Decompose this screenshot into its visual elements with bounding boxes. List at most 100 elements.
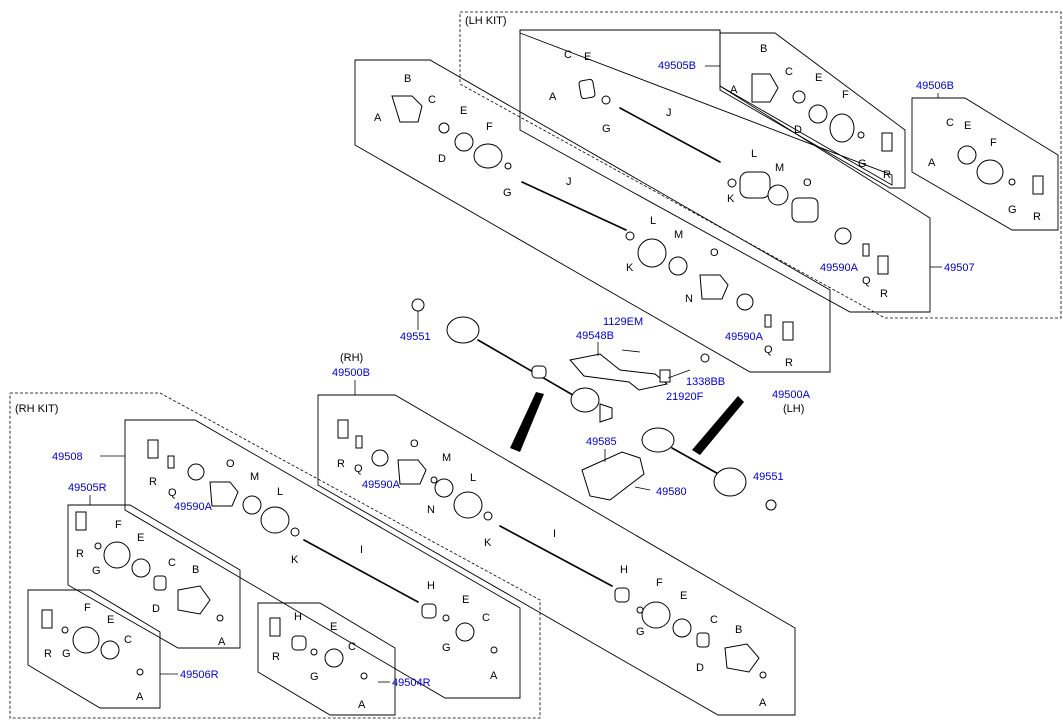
letter-L-1: L (751, 148, 757, 160)
letter-F-7: F (115, 519, 122, 531)
letter-E-6: E (462, 594, 469, 606)
part-21920F[interactable]: 21920F (666, 391, 704, 403)
letter-A-5: A (759, 697, 767, 709)
letter-O-6: O (226, 458, 235, 470)
letter-H-9: H (294, 611, 302, 623)
letter-C-9: C (348, 641, 356, 653)
letter-L-6: L (277, 486, 283, 498)
letter-R-1: R (880, 288, 888, 300)
letter-A-8: A (136, 691, 144, 703)
letter-C-8: C (124, 634, 132, 646)
letter-D-2: D (794, 124, 802, 136)
letter-H-6: H (427, 580, 435, 592)
letter-L-5: L (470, 472, 476, 484)
part-49580[interactable]: 49580 (656, 486, 687, 498)
letter-E-1: E (584, 51, 591, 63)
letter-B-4: B (404, 73, 411, 85)
letter-O-1: O (803, 177, 812, 189)
letter-K-5: K (484, 537, 492, 549)
letter-D-5: D (696, 662, 704, 674)
letter-M-5: M (442, 452, 451, 464)
letter-Q-5: Q (354, 463, 363, 475)
panel-49505R (67, 504, 241, 649)
panel-49508 (124, 419, 521, 699)
letter-E-9: E (330, 621, 337, 633)
letter-E-2: E (815, 72, 822, 84)
letter-E-4: E (460, 105, 467, 117)
letter-R-2: R (883, 169, 891, 181)
part-1338BB[interactable]: 1338BB (686, 376, 725, 388)
letter-L-4: L (650, 215, 656, 227)
part-49506B[interactable]: 49506B (916, 80, 954, 92)
part-1129EM[interactable]: 1129EM (603, 316, 643, 328)
lh-kit-border (459, 11, 1062, 319)
panel-49500B (317, 394, 796, 716)
panel-49505B-right (719, 32, 906, 189)
letter-E-8: E (107, 614, 114, 626)
letter-A-4: A (374, 112, 382, 124)
letter-G-3: G (1008, 204, 1017, 216)
letter-R-7: R (76, 548, 84, 560)
letter-R-8: R (44, 648, 52, 660)
letter-G-7: G (92, 565, 101, 577)
letter-G-9: G (310, 671, 319, 683)
letter-B-2: B (760, 43, 767, 55)
panel-49500A (354, 59, 831, 373)
part-49506R[interactable]: 49506R (180, 669, 219, 681)
letter-C-6: C (482, 612, 490, 624)
letter-R-9: R (272, 651, 280, 663)
letter-C-7: C (168, 557, 176, 569)
part-49551-bottom[interactable]: 49551 (753, 471, 784, 483)
letter-F-8: F (84, 602, 91, 614)
letter-G-2: G (858, 158, 867, 170)
part-49585[interactable]: 49585 (586, 436, 617, 448)
letter-K-6: K (291, 554, 299, 566)
part-49590A-lh-kit[interactable]: 49590A (820, 262, 859, 274)
part-49500B[interactable]: 49500B (332, 367, 370, 379)
letter-B-5: B (735, 624, 742, 636)
part-49507[interactable]: 49507 (944, 262, 975, 274)
panel-49504R (257, 602, 396, 716)
letter-G-4: G (503, 187, 512, 199)
rh-kit-label: (RH KIT) (15, 403, 58, 415)
letter-C-5: C (710, 614, 718, 626)
letter-R-6: R (149, 476, 157, 488)
lh-side-label: (LH) (783, 403, 804, 415)
letter-C-4: C (428, 94, 436, 106)
letter-F-4: F (486, 121, 493, 133)
part-49504R[interactable]: 49504R (392, 677, 431, 689)
letter-J-1: J (666, 107, 672, 119)
letter-A-9: A (358, 699, 366, 711)
part-49505R[interactable]: 49505R (68, 482, 107, 494)
rh-kit-border (9, 392, 541, 719)
part-49551-top[interactable]: 49551 (400, 331, 431, 343)
component-letters: C E A G J L M O K Q R B A C E F D G R C … (44, 43, 1041, 711)
part-49590A-49508[interactable]: 49590A (174, 501, 213, 513)
letter-M-1: M (775, 162, 784, 174)
letter-E-3: E (964, 120, 971, 132)
part-49505B[interactable]: 49505B (658, 60, 696, 72)
letter-A-2: A (730, 84, 738, 96)
letter-K-1: K (727, 193, 735, 205)
letter-C-3: C (946, 117, 954, 129)
part-49590A-49500A[interactable]: 49590A (725, 331, 764, 343)
letter-A-3: A (928, 157, 936, 169)
letter-I-5: I (553, 528, 556, 540)
letter-A-1: A (549, 91, 557, 103)
letter-N-4: N (685, 293, 693, 305)
letter-F-2: F (842, 89, 849, 101)
letter-O-5: O (410, 438, 419, 450)
letter-F-3: F (990, 137, 997, 149)
part-49590A-49500B[interactable]: 49590A (362, 479, 401, 491)
letter-G-5: G (636, 626, 645, 638)
parts-drawing (41, 73, 1044, 680)
panel-49505B (519, 29, 893, 186)
letter-R-5: R (337, 458, 345, 470)
letter-G-6: G (442, 642, 451, 654)
part-49548B[interactable]: 49548B (576, 330, 614, 342)
part-49500A[interactable]: 49500A (772, 389, 811, 401)
letter-R-4: R (785, 357, 793, 369)
letter-G-1: G (602, 123, 611, 135)
part-49508[interactable]: 49508 (52, 451, 83, 463)
